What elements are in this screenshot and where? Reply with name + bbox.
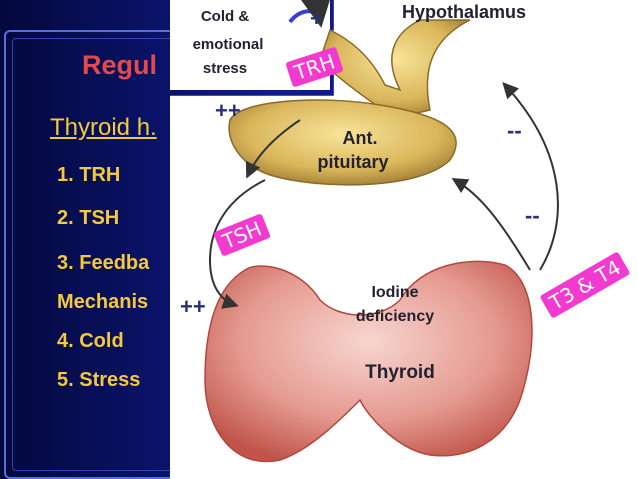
list-item-6: 5. Stress: [57, 369, 141, 391]
minus-top: --: [507, 118, 522, 143]
pituitary-label-line1: Ant.: [342, 128, 378, 148]
thyroid-label: Thyroid: [365, 362, 435, 383]
cold-stress-label-line1: Cold &: [200, 8, 250, 25]
tsh-arrow: [208, 179, 266, 309]
feedback-pituitary-arrow: [451, 177, 531, 271]
cold-stress-label-line2: emotional: [192, 36, 264, 53]
list-item-1: 1. TRH: [57, 164, 121, 186]
list-item-5: 4. Cold: [57, 330, 124, 352]
thyroid-gland: [204, 260, 533, 463]
hypothalamus-label: Hypothalamus: [402, 2, 527, 22]
plus-plus-bottom: ++: [180, 294, 206, 319]
cold-stress-label-line3: stress: [202, 60, 248, 77]
slide-subtitle: Thyroid h.: [50, 114, 157, 141]
list-item-2: 2. TSH: [57, 207, 120, 229]
list-item-3: 3. Feedba: [57, 252, 150, 274]
slide-title: Regul: [82, 50, 158, 80]
plus-symbol: +: [310, 6, 323, 31]
list-item-4: Mechanis: [57, 291, 149, 313]
trh-arrow: [245, 119, 301, 179]
hypothalamus-stalk: [319, 19, 471, 119]
pituitary-label-line2: pituitary: [317, 152, 389, 172]
minus-mid: --: [525, 203, 540, 228]
feedback-hypothalamus-arrow: [502, 82, 559, 271]
plus-plus-top: ++: [215, 98, 241, 123]
iodine-label-line2: deficiency: [355, 308, 435, 325]
stress-arrow: [288, 0, 332, 28]
iodine-label-line1: Iodine: [371, 284, 419, 301]
